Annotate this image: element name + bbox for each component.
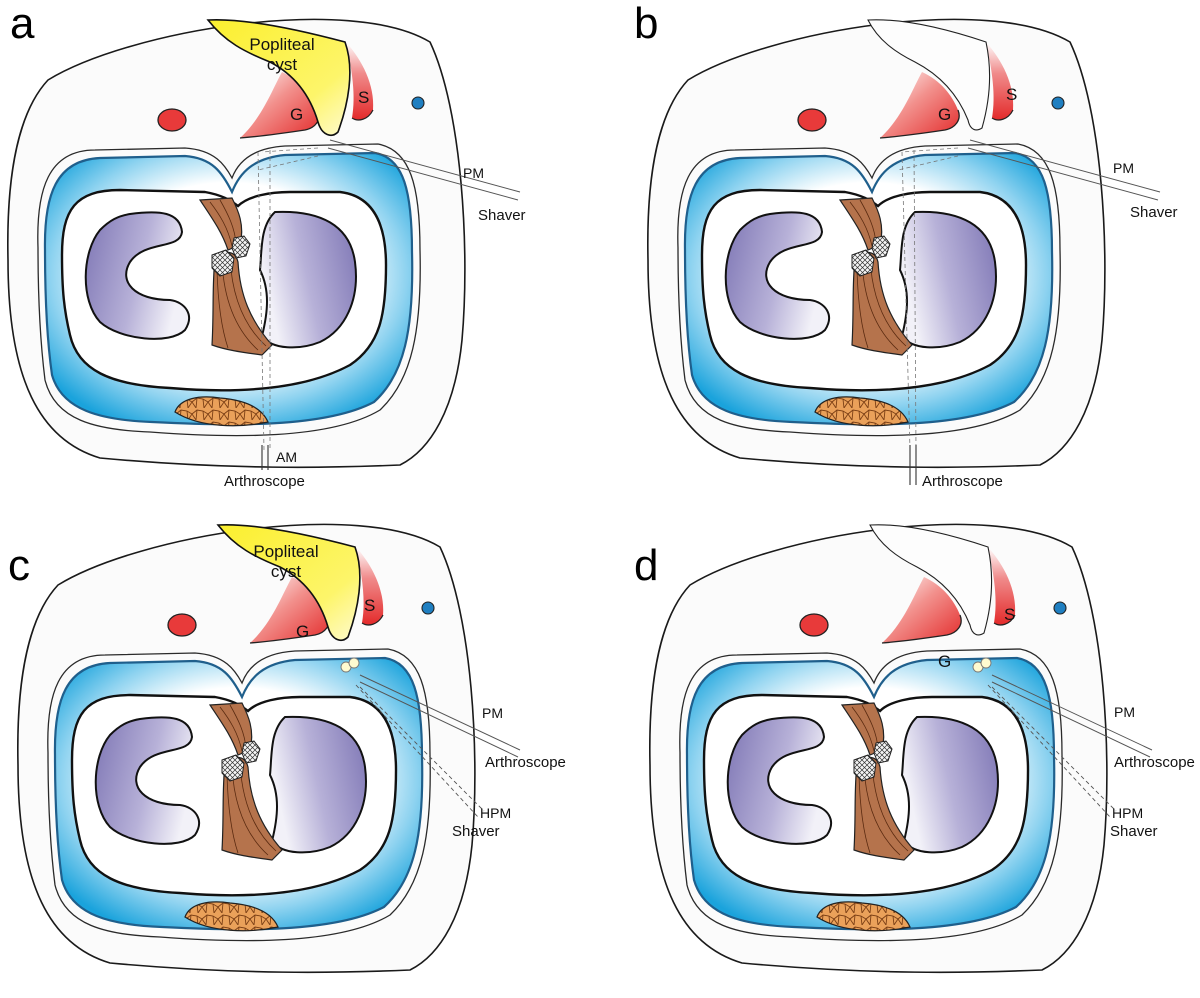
- instrument-label: Arthroscope: [922, 473, 1003, 490]
- cyst-label: Popliteal: [249, 35, 314, 54]
- instrument-label: Shaver: [1130, 204, 1178, 221]
- instrument-label: Shaver: [478, 207, 526, 224]
- portal-label: PM: [482, 705, 503, 721]
- muscle-label-g: G: [290, 105, 303, 124]
- panel-letter: a: [10, 0, 35, 48]
- panel-a: PM Shaver AM Arthroscope Popliteal cyst …: [6, 0, 526, 490]
- portal-label: PM: [1113, 160, 1134, 176]
- portal-label: HPM: [1112, 805, 1143, 821]
- portal-label: PM: [1114, 704, 1135, 720]
- panel-letter: b: [634, 0, 658, 48]
- instrument-label: Arthroscope: [485, 754, 566, 771]
- instrument-label: Shaver: [1110, 823, 1158, 840]
- instrument-label: Arthroscope: [1114, 754, 1195, 771]
- instrument-label: Shaver: [452, 823, 500, 840]
- instrument-label: Arthroscope: [224, 473, 305, 490]
- panel-letter: d: [634, 541, 658, 590]
- panel-letter: c: [8, 541, 30, 590]
- panel-c: PM Arthroscope HPM Shaver Popliteal cyst…: [8, 523, 566, 974]
- panel-b: PM Shaver Arthroscope G S b: [634, 0, 1178, 490]
- muscle-label-g: G: [296, 622, 309, 641]
- muscle-label-s: S: [1006, 85, 1017, 104]
- muscle-label-s: S: [358, 88, 369, 107]
- cyst-label: cyst: [271, 562, 302, 581]
- muscle-label-s: S: [1004, 605, 1015, 624]
- portal-label: AM: [276, 449, 297, 465]
- muscle-label-g: G: [938, 652, 951, 671]
- muscle-label-g: G: [938, 105, 951, 124]
- cyst-label: cyst: [267, 55, 298, 74]
- cyst-label: Popliteal: [253, 542, 318, 561]
- portal-label: HPM: [480, 805, 511, 821]
- portal-label: PM: [463, 165, 484, 181]
- muscle-label-s: S: [364, 596, 375, 615]
- panel-d: PM Arthroscope HPM Shaver G S d: [634, 523, 1195, 974]
